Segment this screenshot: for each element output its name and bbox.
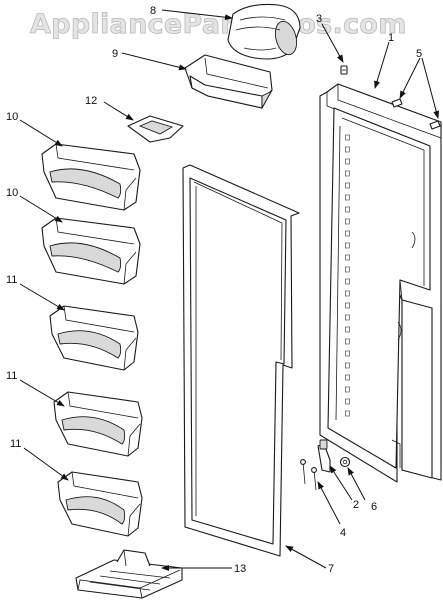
part-4-screws bbox=[300, 459, 317, 491]
leader-lines bbox=[19, 9, 440, 571]
part-12-cover bbox=[127, 115, 184, 143]
callout-1: 1 bbox=[388, 32, 394, 44]
callout-13: 13 bbox=[234, 563, 246, 575]
callout-3: 3 bbox=[316, 13, 322, 25]
part-5-screws bbox=[391, 98, 441, 130]
part-13-ice-tray bbox=[75, 549, 183, 599]
part-7-door-gasket bbox=[182, 164, 300, 557]
part-11-door-bin-b bbox=[53, 391, 143, 457]
callout-5: 5 bbox=[416, 48, 422, 60]
callout-6: 6 bbox=[371, 501, 377, 513]
callout-12: 12 bbox=[85, 95, 97, 107]
callout-11-c: 11 bbox=[10, 438, 21, 450]
part-9-small-bin bbox=[184, 54, 273, 110]
part-10-door-bin-a bbox=[41, 143, 141, 211]
part-10-door-bin-b bbox=[41, 217, 141, 285]
callout-8: 8 bbox=[150, 5, 156, 17]
callout-2: 2 bbox=[353, 499, 359, 511]
callout-labels: 8 9 12 10 10 11 11 11 13 7 3 1 5 2 6 4 bbox=[6, 5, 422, 575]
part-2-hinge bbox=[317, 439, 331, 473]
watermark: AppliancePartsPros.com bbox=[30, 9, 407, 40]
callout-4: 4 bbox=[340, 527, 346, 539]
callout-10-b: 10 bbox=[6, 187, 18, 199]
part-8-dairy-bin bbox=[227, 3, 301, 60]
callout-10-a: 10 bbox=[6, 111, 18, 123]
part-3-hinge-pin bbox=[340, 65, 348, 75]
callout-11-a: 11 bbox=[6, 274, 17, 286]
part-1-door-panel bbox=[319, 83, 442, 483]
part-11-door-bin-c bbox=[57, 471, 143, 537]
callout-9: 9 bbox=[112, 48, 118, 60]
part-6-cam bbox=[339, 456, 351, 468]
callout-7: 7 bbox=[328, 563, 334, 575]
part-11-door-bin-a bbox=[49, 305, 139, 371]
callout-11-b: 11 bbox=[6, 370, 17, 382]
